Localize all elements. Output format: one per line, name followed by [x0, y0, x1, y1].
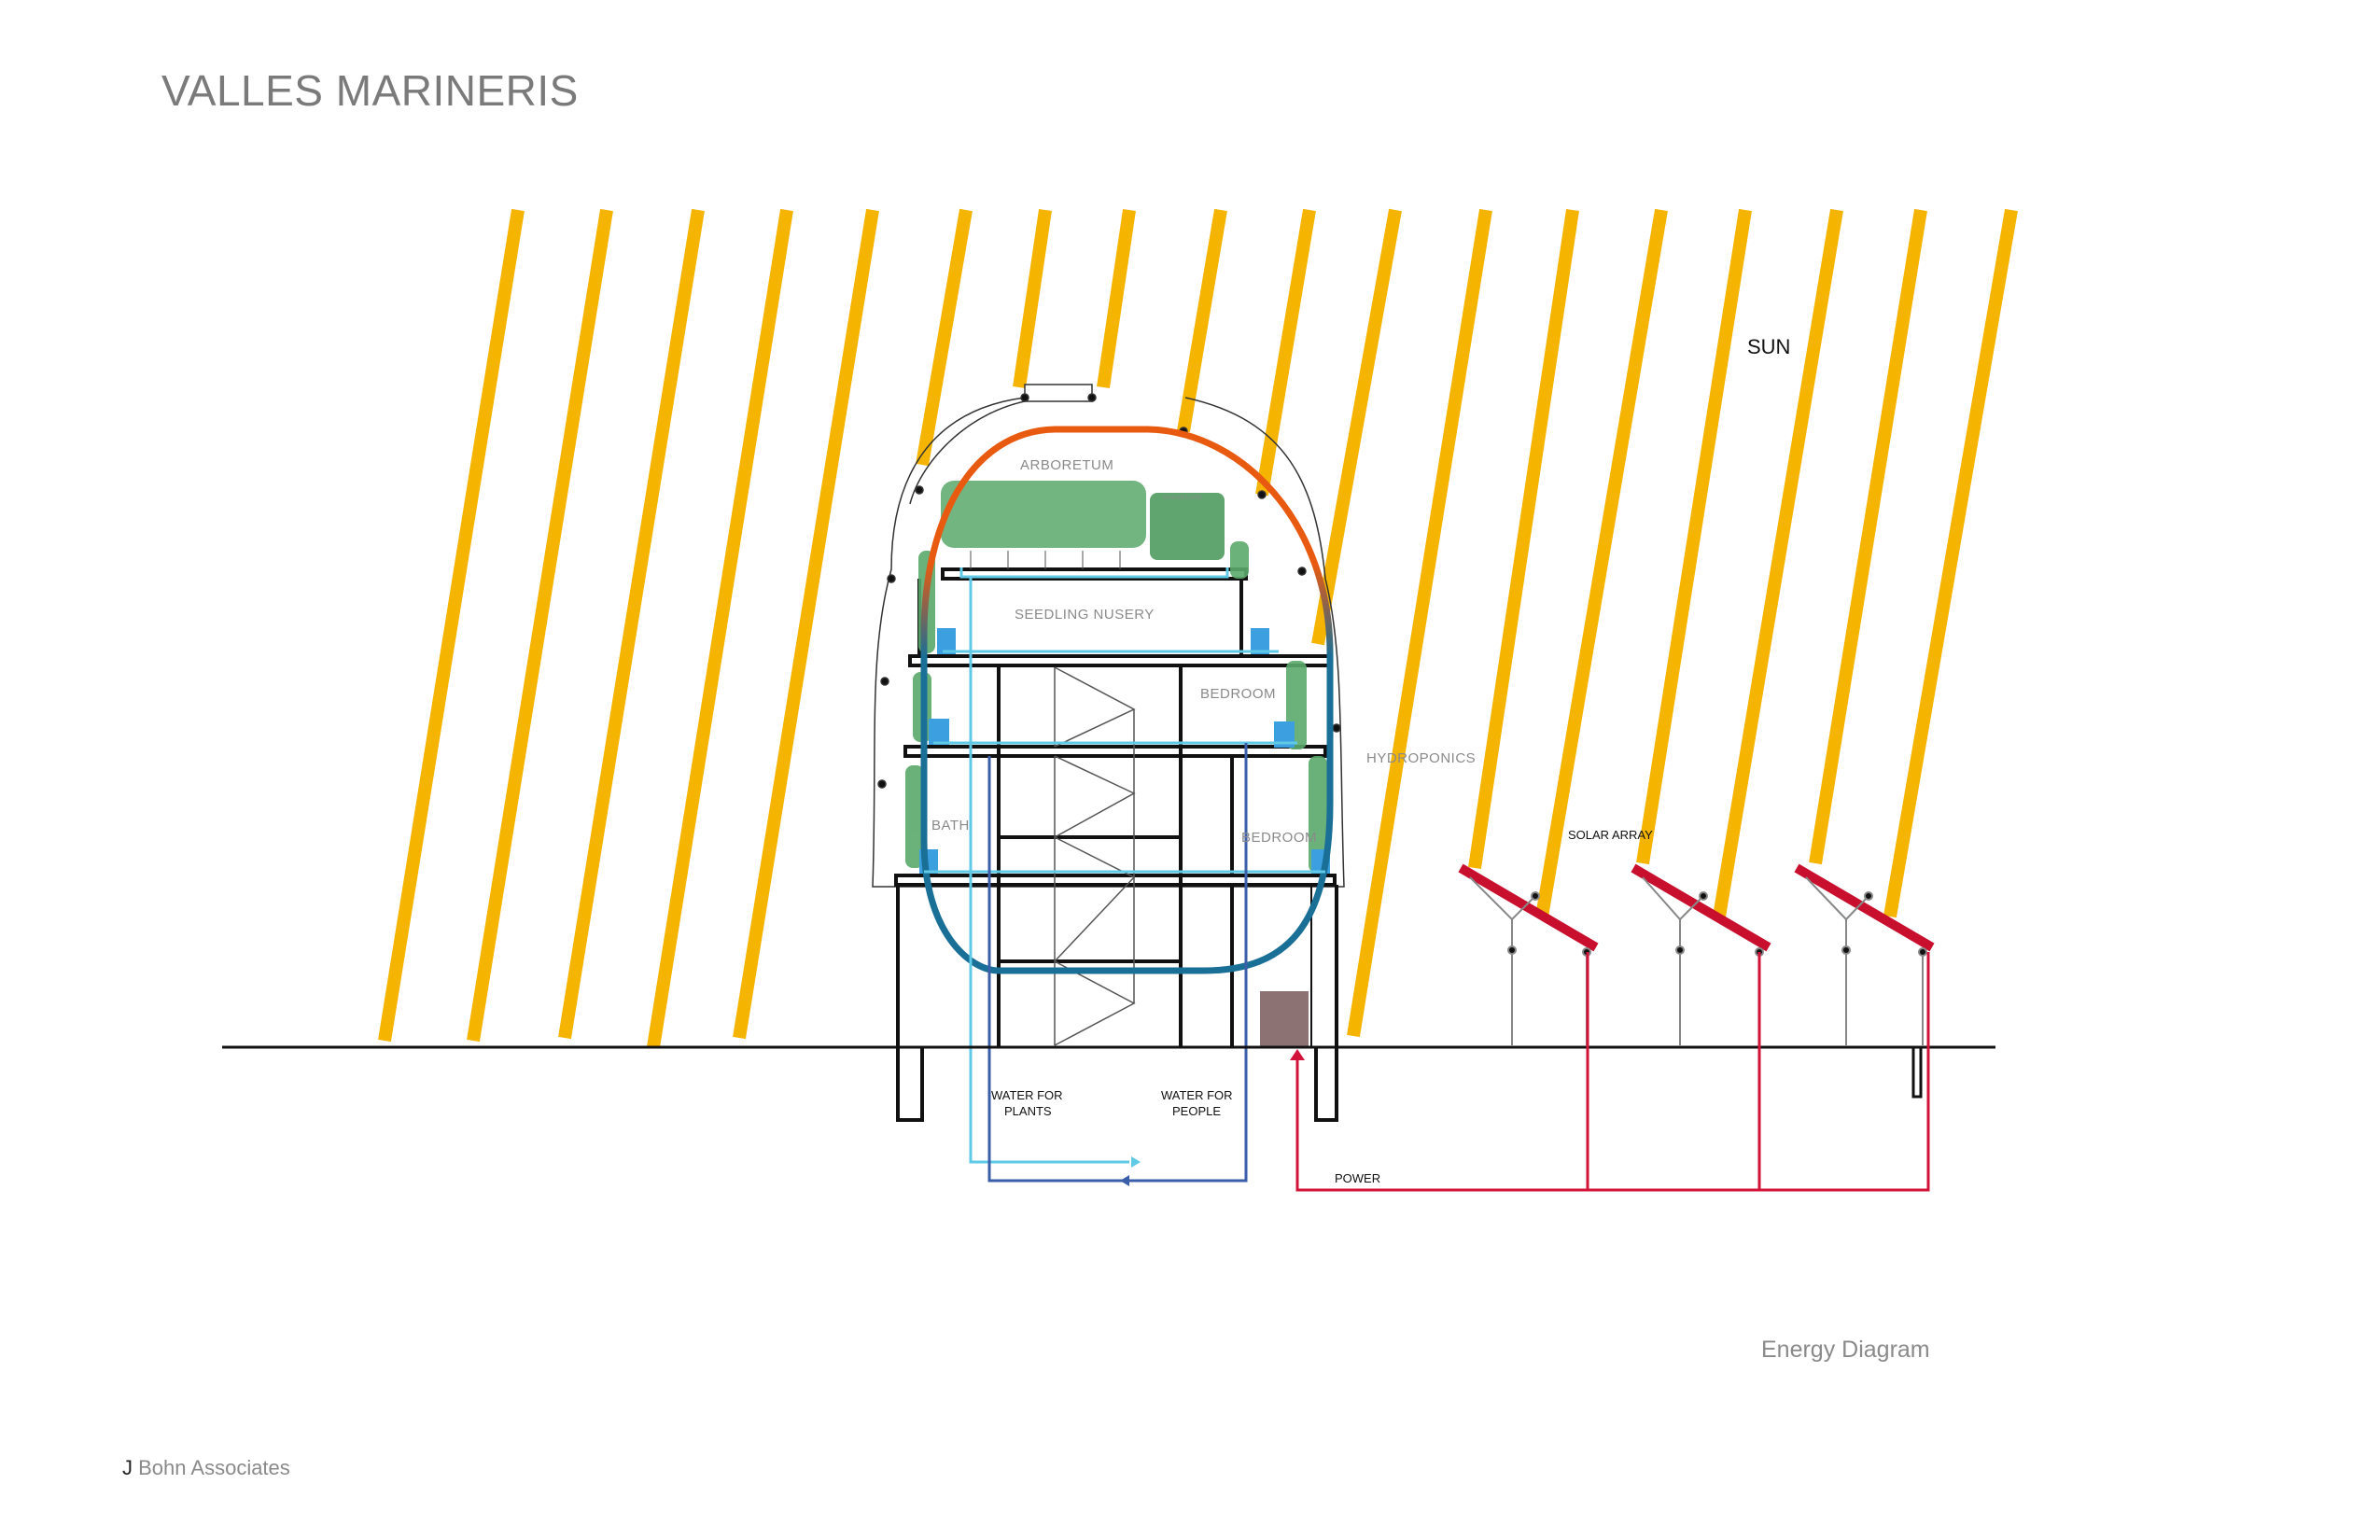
battery-box: [1260, 991, 1309, 1047]
bedroom-upper-label: BEDROOM: [1200, 686, 1276, 702]
power-lines: [1290, 952, 1930, 1192]
diagram-caption: Energy Diagram: [1761, 1337, 1930, 1363]
solar-array-label: SOLAR ARRAY: [1568, 828, 1653, 842]
floor-slab: [894, 874, 1337, 887]
water-for-people-label-1: WATER FOR: [1161, 1088, 1233, 1102]
tree-canopy: [941, 481, 1146, 548]
sun-ray: [1097, 208, 1136, 389]
arboretum-plants: [941, 481, 1225, 569]
solar-panel-unit: [1794, 863, 1935, 1045]
bath-label: BATH: [931, 818, 970, 833]
sun-ray: [916, 208, 973, 467]
seedling-nursery-label: SEEDLING NUSERY: [1015, 607, 1155, 623]
sun-label: SUN: [1747, 335, 1790, 358]
dome-membrane: [872, 384, 1345, 888]
sun-ray: [1883, 208, 2018, 918]
bedroom-lower-label: BEDROOM: [1241, 830, 1317, 846]
sun-ray: [1177, 208, 1227, 433]
sun-ray: [1535, 208, 1668, 918]
floor-slab: [908, 654, 1332, 667]
firm-name: Bohn Associates: [138, 1456, 290, 1479]
sun-ray: [1347, 208, 1492, 1038]
water-for-people-line: [987, 743, 1248, 1183]
solar-panel-unit: [1458, 863, 1599, 1045]
water-for-plants-line: [969, 577, 1129, 1164]
dome-skylight: [1024, 384, 1093, 402]
sun-rays-left: [378, 208, 879, 1049]
sun-ray: [1713, 208, 1843, 918]
sun-ray: [378, 208, 525, 1043]
hydroponics-label: HYDROPONICS: [1366, 750, 1476, 766]
water-for-plants-label-2: PLANTS: [1004, 1104, 1052, 1118]
sugarcane-bed: [1150, 493, 1225, 560]
sun-ray: [647, 208, 793, 1049]
right-foundation: [1316, 1047, 1338, 1122]
solar-array: [1458, 863, 1935, 1045]
water-lines: [924, 567, 1325, 1186]
sun-rays-dome: [916, 208, 1402, 646]
stairs: [1054, 666, 1136, 1046]
sugarcane-label: SUGARCANE: [1163, 496, 1203, 501]
solar-panel-unit: [1631, 863, 1771, 1045]
sun-ray: [1809, 208, 1927, 865]
firm-initial: J: [122, 1456, 133, 1479]
power-label: POWER: [1335, 1171, 1380, 1185]
sun-ray: [1255, 208, 1316, 497]
heat-loop: [920, 426, 1334, 974]
sun-ray: [733, 208, 879, 1040]
building-section: [894, 567, 1338, 1122]
sun-rays-right: [1347, 208, 2018, 1038]
sun-ray: [1013, 208, 1052, 389]
sun-ray: [1636, 208, 1752, 865]
arboretum-label: ARBORETUM: [1020, 457, 1113, 473]
water-for-people-label-2: PEOPLE: [1172, 1104, 1221, 1118]
sun-ray: [467, 208, 613, 1043]
water-for-plants-label-1: WATER FOR: [991, 1088, 1063, 1102]
firm-credit: J Bohn Associates: [122, 1456, 290, 1480]
sun-ray: [558, 208, 705, 1040]
sun-ray: [1468, 208, 1579, 870]
page-title: VALLES MARINERIS: [161, 66, 579, 115]
sun-ray: [1311, 208, 1402, 646]
